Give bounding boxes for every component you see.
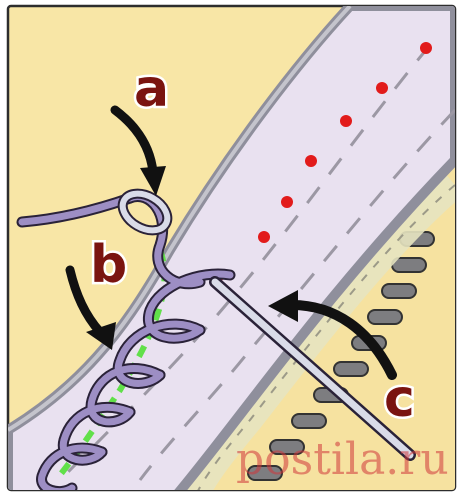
arrow-b-icon [65, 265, 116, 350]
arrow-a-icon [110, 105, 166, 196]
zipper-teeth [247, 231, 435, 481]
basting-line-lower [138, 108, 455, 481]
thread-loop-a [117, 188, 173, 236]
zipper-tape-stitching [194, 184, 455, 490]
chain-stitches [16, 191, 236, 490]
watermark: postila.ru [236, 434, 449, 485]
needle-icon [209, 276, 416, 461]
label-a: a [134, 59, 169, 119]
arrow-c-icon [268, 290, 397, 380]
label-b: b [90, 235, 127, 295]
fabric-edge-highlight [8, 6, 352, 432]
label-c: c [384, 369, 415, 429]
